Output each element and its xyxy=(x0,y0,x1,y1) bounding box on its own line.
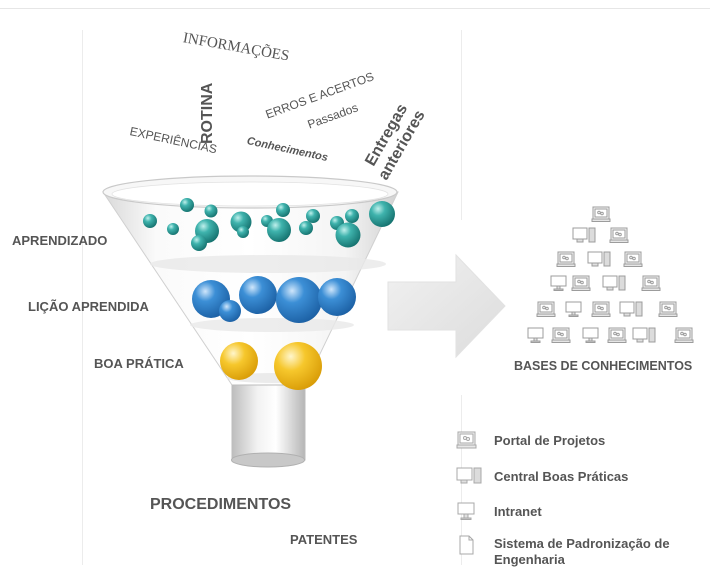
legend-label: Intranet xyxy=(494,504,542,519)
teal-bubble xyxy=(369,201,395,227)
computer-tower-icon xyxy=(619,301,643,317)
right-arrow xyxy=(387,253,506,359)
teal-bubble xyxy=(306,209,320,223)
label-patentes: PATENTES xyxy=(290,532,358,547)
teal-bubble xyxy=(180,198,194,212)
portal-screen-icon xyxy=(658,301,678,317)
teal-bubble xyxy=(299,221,313,235)
teal-bubble xyxy=(267,218,291,242)
portal-screen-icon xyxy=(607,327,627,343)
teal-bubble xyxy=(335,222,361,248)
monitor-icon xyxy=(550,275,567,291)
label-boa-pratica: BOA PRÁTICA xyxy=(94,356,184,371)
teal-bubble xyxy=(345,209,359,223)
top-divider xyxy=(0,8,710,9)
blue-bubble xyxy=(219,300,241,322)
yellow-bubble xyxy=(220,342,258,380)
teal-bubble xyxy=(143,214,157,228)
layer-disc-2 xyxy=(190,318,354,332)
portal-screen-icon xyxy=(623,251,643,267)
label-licao-aprendida: LIÇÃO APRENDIDA xyxy=(28,299,149,314)
bases-title: BASES DE CONHECIMENTOS xyxy=(514,359,693,373)
blue-bubble xyxy=(276,277,322,323)
computer-tower-icon xyxy=(587,251,611,267)
label-aprendizado: APRENDIZADO xyxy=(12,233,108,248)
layer-disc-1 xyxy=(150,255,386,273)
legend-label: Central Boas Práticas xyxy=(494,469,629,484)
right-divider xyxy=(461,30,462,220)
knowledge-base-pyramid xyxy=(527,206,694,343)
yellow-bubble xyxy=(274,342,322,390)
legend-icons xyxy=(456,431,482,555)
portal-screen-icon xyxy=(571,275,591,291)
teal-bubble xyxy=(167,223,179,235)
computer-tower-icon xyxy=(632,327,656,343)
monitor-icon xyxy=(582,327,599,343)
intranet-icon xyxy=(457,502,475,520)
label-procedimentos: PROCEDIMENTOS xyxy=(150,496,292,513)
teal-bubble xyxy=(191,235,207,251)
monitor-icon xyxy=(565,301,582,317)
portal-screen-icon xyxy=(551,327,571,343)
teal-bubble xyxy=(237,226,249,238)
portal-screen-icon xyxy=(591,206,611,222)
yellow-bubbles xyxy=(220,342,322,390)
document-icon xyxy=(459,535,474,555)
teal-bubble xyxy=(276,203,290,217)
legend-item-portal: Portal de Projetos xyxy=(494,433,605,449)
central-icon xyxy=(456,467,482,484)
portal-screen-icon xyxy=(609,227,629,243)
left-divider xyxy=(82,30,83,565)
portal-screen-icon xyxy=(556,251,576,267)
blue-bubble xyxy=(318,278,356,316)
funnel-neck xyxy=(231,384,306,461)
monitor-icon xyxy=(527,327,544,343)
teal-bubbles xyxy=(143,198,395,251)
blue-bubble xyxy=(239,276,277,314)
legend-label: Portal de Projetos xyxy=(494,433,606,448)
computer-tower-icon xyxy=(602,275,626,291)
computer-tower-icon xyxy=(572,227,596,243)
portal-screen-icon xyxy=(536,301,556,317)
portal-screen-icon xyxy=(674,327,694,343)
legend-item-sistema: Sistema de Padronização de Engenharia xyxy=(494,536,694,568)
legend-item-intranet: Intranet xyxy=(494,504,542,520)
legend-label: Sistema de Padronização de Engenharia xyxy=(494,536,670,567)
funnel-rim-inner xyxy=(111,181,389,207)
teal-bubble xyxy=(204,204,218,218)
blue-bubbles xyxy=(192,276,356,323)
portal-icon xyxy=(456,431,477,449)
portal-screen-icon xyxy=(591,301,611,317)
funnel-neck-bottom xyxy=(231,452,305,468)
portal-screen-icon xyxy=(641,275,661,291)
legend-item-central: Central Boas Práticas xyxy=(494,469,628,485)
